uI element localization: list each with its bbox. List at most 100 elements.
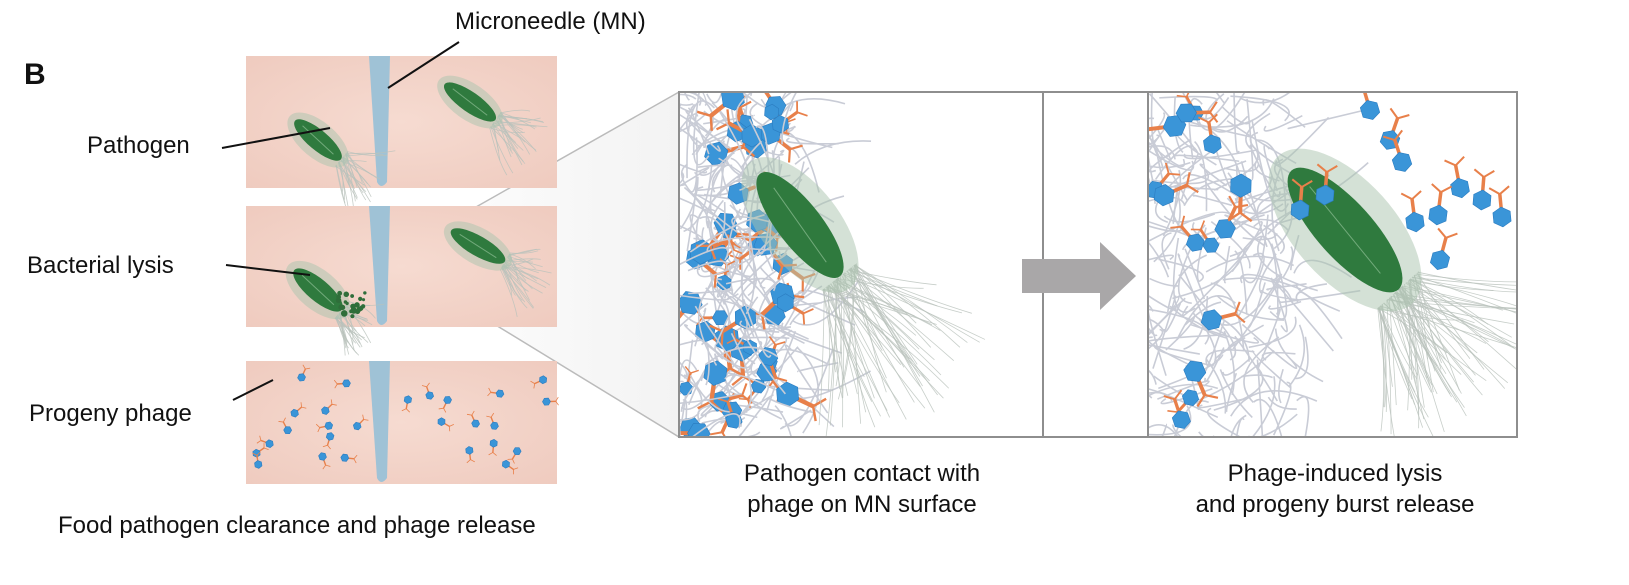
fiber <box>697 164 733 168</box>
fiber <box>1148 93 1196 151</box>
fiber <box>1155 184 1219 191</box>
fiber <box>716 278 782 329</box>
panel-label: B <box>24 58 46 91</box>
fiber <box>1267 396 1297 410</box>
fiber <box>750 329 793 378</box>
fiber <box>1227 324 1265 351</box>
phage-icon <box>466 410 480 428</box>
fiber <box>688 289 734 295</box>
fiber <box>680 163 738 233</box>
bacterium-icon <box>287 112 396 215</box>
middle-caption: Pathogen contact with phage on MN surfac… <box>680 458 1044 520</box>
phage-icon <box>352 414 369 431</box>
fiber <box>741 92 766 108</box>
fiber <box>1161 423 1168 437</box>
fiber <box>1256 359 1264 437</box>
phage-icon <box>333 379 351 389</box>
fiber <box>718 431 761 437</box>
phage-icon <box>318 452 331 470</box>
fiber <box>1148 326 1158 337</box>
fiber <box>1223 330 1236 396</box>
fiber <box>1205 358 1227 414</box>
fiber <box>679 290 731 301</box>
fiber <box>1263 114 1303 132</box>
phage-icon <box>297 364 311 382</box>
fiber <box>1148 145 1176 160</box>
fiber <box>708 145 742 191</box>
phage-icon <box>776 381 827 422</box>
fiber <box>724 374 777 391</box>
fiber <box>1246 98 1254 181</box>
fiber <box>735 92 754 131</box>
fiber <box>1196 397 1249 409</box>
phage-icon <box>486 412 499 430</box>
fiber <box>1241 214 1269 284</box>
phage-icon <box>1290 178 1313 221</box>
fiber <box>1159 95 1218 102</box>
fiber <box>775 348 830 366</box>
lysis-debris <box>337 290 343 296</box>
fiber <box>1215 92 1225 104</box>
microneedle-label: Microneedle (MN) <box>455 8 646 35</box>
fiber <box>1268 300 1302 310</box>
fiber <box>687 107 710 155</box>
phage-icon <box>315 421 334 433</box>
fiber <box>1241 374 1273 379</box>
phage-icon <box>1227 173 1253 223</box>
phage-icon <box>1444 155 1470 199</box>
fiber <box>714 344 752 372</box>
phage-icon <box>340 453 358 464</box>
fiber <box>1148 254 1175 261</box>
fiber <box>1177 253 1209 330</box>
phage-icon <box>530 375 548 389</box>
fiber <box>1287 108 1370 130</box>
fiber <box>679 308 713 325</box>
fiber <box>774 405 793 437</box>
phage-icon <box>421 382 434 400</box>
fiber <box>679 172 685 185</box>
fiber <box>1157 380 1210 400</box>
fiber <box>1148 131 1164 168</box>
fiber <box>1148 344 1200 355</box>
fiber <box>725 277 776 292</box>
fiber <box>742 298 772 358</box>
fiber <box>679 392 743 405</box>
fiber <box>689 374 730 413</box>
phage-icon <box>771 101 808 134</box>
fiber <box>1199 163 1227 187</box>
fiber <box>679 339 706 346</box>
phage-icon <box>1428 183 1453 226</box>
fiber <box>1206 407 1242 437</box>
lysed-bacterium-icon <box>285 260 385 356</box>
fiber <box>705 171 745 229</box>
fiber <box>1148 424 1179 437</box>
phage-icon <box>1200 301 1246 331</box>
right-caption: Phage-induced lysis and progeny burst re… <box>1148 458 1522 520</box>
fiber <box>1225 372 1238 413</box>
phage-icon <box>1400 190 1425 233</box>
fiber <box>1205 255 1295 273</box>
phage-icon <box>1430 227 1458 270</box>
fiber <box>705 342 710 386</box>
bacterial-lysis-label: Bacterial lysis <box>27 252 174 279</box>
fiber <box>1176 295 1236 341</box>
fiber <box>686 100 715 179</box>
fiber <box>691 413 741 437</box>
fiber <box>683 92 690 101</box>
fiber <box>694 307 707 347</box>
phage-icon <box>437 417 455 432</box>
lysis-debris <box>363 291 367 295</box>
phage-icon <box>465 446 475 464</box>
fiber <box>1148 308 1210 345</box>
fiber <box>794 140 872 165</box>
microneedle-icon <box>369 206 390 325</box>
fiber <box>679 126 706 148</box>
fiber <box>710 199 724 243</box>
fiber <box>726 208 742 258</box>
fiber <box>679 102 694 106</box>
fiber <box>684 92 702 106</box>
fiber <box>680 375 704 412</box>
phage-icon <box>290 402 307 418</box>
phage-icon <box>1379 107 1410 150</box>
fiber <box>1166 254 1207 313</box>
